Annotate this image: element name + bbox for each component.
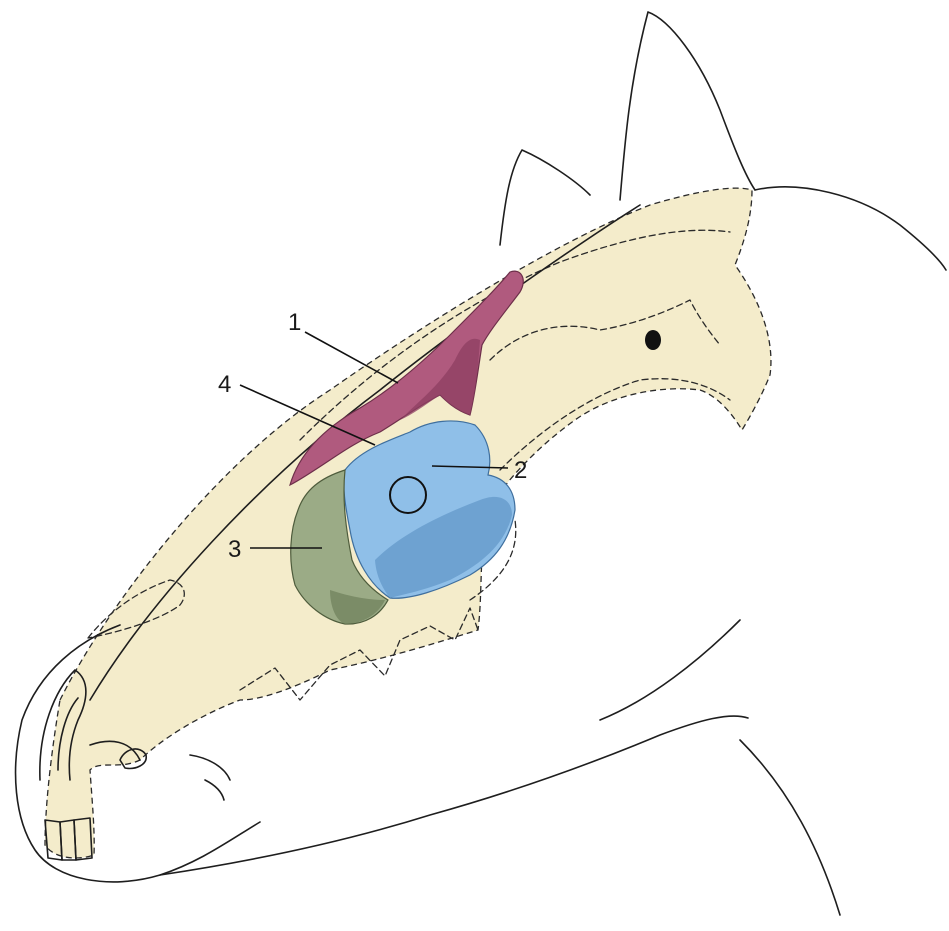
jowl-outline [600,620,740,720]
neck-outline [755,187,946,270]
callout-label-1: 1 [288,309,301,336]
ear-front [500,150,590,245]
lip-line [190,755,230,780]
callout-label-2: 2 [514,457,527,484]
eye-dot [645,330,661,350]
lower-lip-line [205,780,224,800]
throat-outline [740,740,840,915]
ear-back [620,12,755,200]
callout-label-4: 4 [218,371,231,398]
callout-label-3: 3 [228,536,241,563]
jaw-outline [160,716,748,875]
